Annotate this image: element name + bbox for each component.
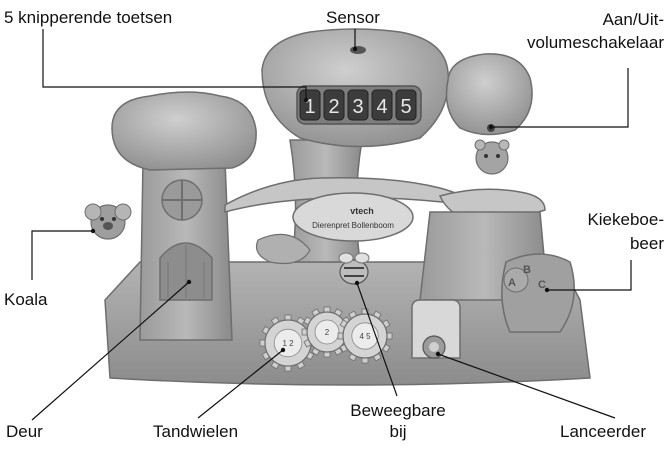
bear-letter-B: B [523, 264, 531, 276]
label-peekaboo-line1: Kiekeboe- [560, 210, 664, 230]
button-number-3: 3 [352, 96, 363, 118]
gear-label-3: 4 5 [359, 332, 371, 341]
label-volume-line2: volumeschakelaar [500, 33, 664, 53]
gear-label-1: 1 2 [282, 339, 294, 348]
label-door: Deur [6, 422, 43, 442]
label-gears: Tandwielen [153, 422, 238, 442]
leader-koala [32, 231, 93, 280]
launcher-shape [412, 300, 460, 358]
label-volume-line1: Aan/Uit- [520, 10, 664, 30]
label-sensor: Sensor [326, 8, 380, 28]
flashing-button-2: 2 [324, 90, 344, 120]
left-canopy [112, 92, 256, 170]
flashing-button-3: 3 [348, 90, 368, 120]
right-canopy [447, 54, 533, 135]
label-launcher: Lanceerder [560, 422, 646, 442]
sensor-hole [350, 46, 366, 54]
bear-letter-A: A [508, 277, 516, 289]
flashing-button-1: 1 [300, 90, 320, 120]
sign-name: Dierenpret Bollenboom [312, 221, 394, 230]
bear-letter-C: C [538, 279, 546, 291]
label-flashing-buttons: 5 knipperende toetsen [4, 8, 172, 28]
flashing-button-4: 4 [372, 90, 392, 120]
gear-label-2: 2 [325, 328, 330, 337]
label-bee-line1: Beweegbare [334, 401, 462, 421]
hanging-bear [475, 140, 509, 174]
koala-figure [85, 204, 131, 239]
label-bee-line2: bij [334, 422, 462, 442]
sign-brand: vtech [350, 206, 374, 216]
flashing-button-5: 5 [396, 90, 416, 120]
label-peekaboo-line2: beer [560, 234, 664, 254]
button-number-4: 4 [376, 96, 387, 118]
label-koala: Koala [4, 290, 47, 310]
peekaboo-bear [502, 254, 574, 332]
sign [293, 193, 413, 241]
button-number-5: 5 [400, 96, 411, 118]
button-number-2: 2 [328, 96, 339, 118]
